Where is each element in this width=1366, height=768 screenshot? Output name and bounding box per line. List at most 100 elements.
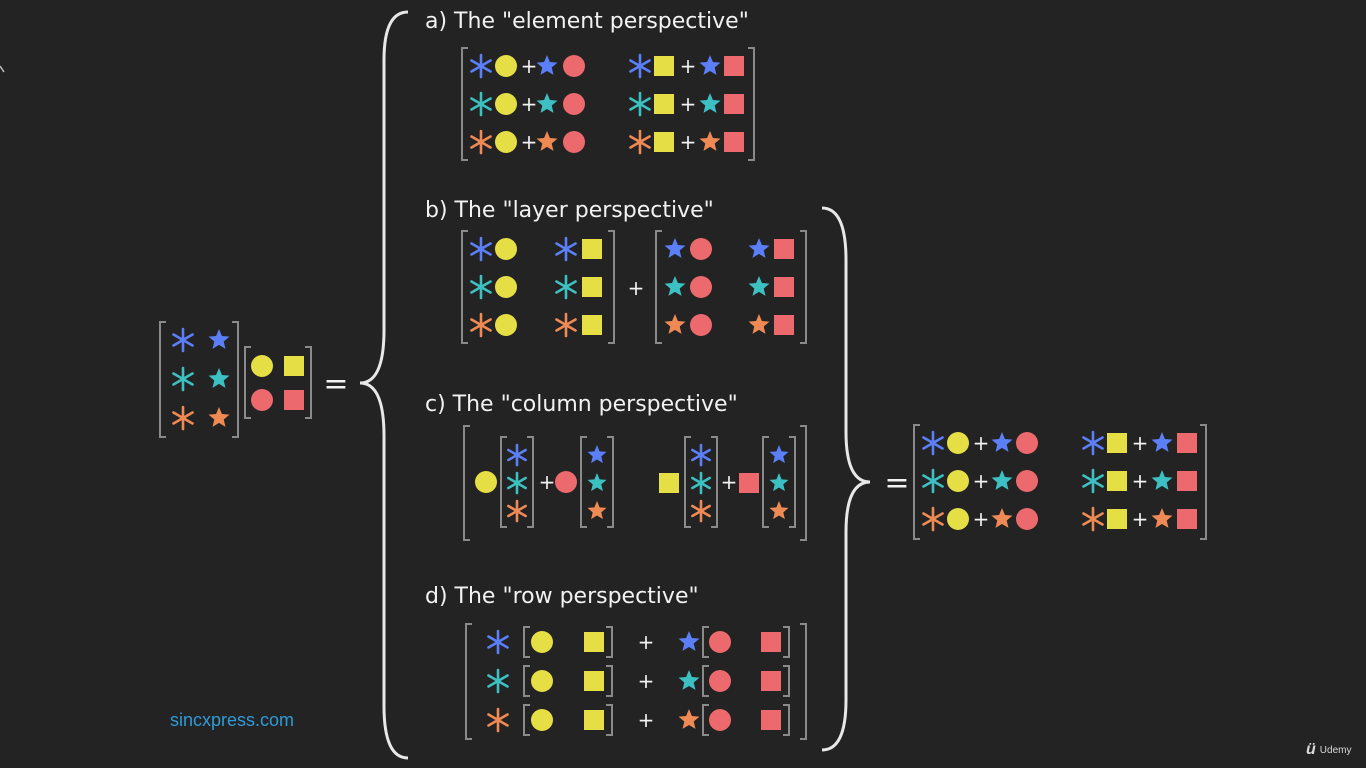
star-orange-icon [1151,508,1173,528]
plus-sign: + [1132,507,1149,531]
circle-red-icon [563,93,585,115]
plus-sign: + [680,130,697,154]
square-yellow-icon [654,56,674,76]
square-yellow-icon [584,671,604,691]
circle-red-icon [709,709,731,731]
circle-red-icon [1016,508,1038,530]
circle-red-icon [563,131,585,153]
plus-sign: + [973,507,990,531]
circle-yellow-icon [475,471,497,493]
site-watermark[interactable]: sincxpress.com [170,710,295,730]
circle-yellow-icon [495,131,517,153]
asterisk-blue-icon [487,629,509,655]
asterisk-blue-icon [507,443,527,467]
asterisk-blue-icon [691,443,711,467]
star-teal-icon [748,276,770,296]
circle-yellow-icon [947,470,969,492]
plus-sign: + [680,54,697,78]
asterisk-teal-icon [691,471,711,495]
circle-yellow-icon [495,93,517,115]
star-teal-icon [769,473,789,492]
asterisk-teal-icon [555,274,577,300]
plus-sign: + [628,276,645,300]
square-red-icon [724,56,744,76]
star-orange-icon [991,508,1013,528]
asterisk-blue-icon [555,236,577,262]
right-curly-brace [821,206,871,752]
star-teal-icon [536,93,558,113]
asterisk-orange-icon [172,405,194,431]
square-red-icon [739,473,759,493]
column-matrix-bracket [463,425,807,541]
heading-layer-perspective: b) The "layer perspective" [425,198,714,223]
star-teal-icon [587,473,607,492]
plus-sign: + [638,669,655,693]
square-yellow-icon [654,132,674,152]
left-curly-brace [359,10,409,760]
row-vector-red [702,704,790,736]
square-red-icon [761,671,781,691]
star-orange-icon [208,407,230,427]
circle-red-icon [563,55,585,77]
star-teal-icon [678,670,700,690]
asterisk-orange-icon [922,506,944,532]
circle-yellow-icon [947,508,969,530]
result-matrix-bracket [913,424,1207,540]
asterisk-teal-icon [922,468,944,494]
star-blue-icon [664,238,686,258]
asterisk-blue-icon [1082,430,1104,456]
heading-element-perspective: a) The "element perspective" [425,9,749,34]
asterisk-teal-icon [470,274,492,300]
circle-yellow-icon [531,709,553,731]
plus-sign: + [521,54,538,78]
square-yellow-icon [654,94,674,114]
column-vector-star-2 [762,436,796,528]
square-red-icon [1177,471,1197,491]
asterisk-orange-icon [1082,506,1104,532]
asterisk-orange-icon [470,129,492,155]
asterisk-teal-icon [470,91,492,117]
square-red-icon [724,94,744,114]
asterisk-blue-icon [470,53,492,79]
square-red-icon [724,132,744,152]
column-vector-asterisk-2 [684,436,718,528]
star-orange-icon [769,501,789,520]
row-vector-red [702,626,790,658]
layer-matrix-2-bracket [655,230,807,344]
circle-red-icon [1016,432,1038,454]
row-matrix-bracket [465,623,807,740]
square-yellow-icon [1107,509,1127,529]
star-orange-icon [536,131,558,151]
square-red-icon [761,632,781,652]
asterisk-orange-icon [507,499,527,523]
asterisk-orange-icon [470,312,492,338]
square-red-icon [284,390,304,410]
circle-red-icon [690,314,712,336]
circle-red-icon [251,389,273,411]
star-blue-icon [769,445,789,464]
brand-logo: ü Udemy [1306,741,1351,759]
circle-yellow-icon [495,55,517,77]
asterisk-teal-icon [507,471,527,495]
plus-sign: + [680,92,697,116]
edge-mark [0,65,5,73]
star-orange-icon [587,501,607,520]
square-yellow-icon [659,473,679,493]
star-orange-icon [678,709,700,729]
square-red-icon [1177,433,1197,453]
row-vector-red [702,665,790,697]
asterisk-teal-icon [172,366,194,392]
star-blue-icon [208,329,230,349]
equals-sign: = [884,466,909,501]
asterisk-blue-icon [172,327,194,353]
asterisk-orange-icon [555,312,577,338]
asterisk-blue-icon [470,236,492,262]
star-blue-icon [699,55,721,75]
circle-yellow-icon [495,314,517,336]
square-red-icon [761,710,781,730]
plus-sign: + [521,92,538,116]
star-blue-icon [748,238,770,258]
square-yellow-icon [582,239,602,259]
column-vector-asterisk-1 [500,436,534,528]
